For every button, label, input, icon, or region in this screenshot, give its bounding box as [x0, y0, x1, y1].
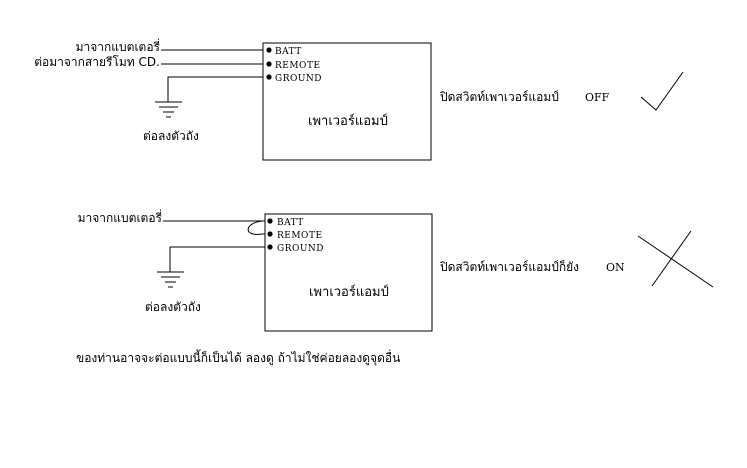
diagram-bottom: มาจากแบตเตอรี่ ต่อลงตัวถัง BATT REMOTE G…	[78, 209, 714, 332]
power-amp-label: เพาเวอร์แอมป์	[308, 113, 388, 129]
ground-symbol	[157, 271, 184, 288]
ground-wire	[167, 76, 269, 102]
ground-terminal-dot	[267, 244, 273, 250]
remote-source-label: ต่อมาจากสายรีโมท CD.	[34, 55, 160, 69]
remote-terminal-label: REMOTE	[277, 231, 323, 241]
chassis-ground-label: ต่อลงตัวถัง	[145, 300, 201, 314]
remote-terminal-dot	[266, 61, 272, 67]
switch-caption: ปิดสวิตท์เพาเวอร์แอมป์ก็ยัง	[439, 259, 579, 274]
ground-wire	[169, 246, 270, 272]
battery-source-label: มาจากแบตเตอรี่	[78, 209, 163, 225]
power-amp-box	[264, 213, 433, 332]
remote-terminal-label: REMOTE	[275, 61, 321, 71]
diagram-top: มาจากแบตเตอรี่ ต่อมาจากสายรีโมท CD. ต่อล…	[34, 38, 684, 161]
chassis-ground-label: ต่อลงตัวถัง	[143, 129, 199, 143]
jumper-wire	[247, 220, 270, 235]
switch-caption: ปิดสวิตท์เพาเวอร์แอมป์	[439, 90, 558, 104]
batt-terminal-label: BATT	[275, 47, 302, 57]
check-mark-icon	[640, 71, 684, 111]
ground-terminal-dot	[266, 74, 272, 80]
switch-state: OFF	[585, 91, 610, 104]
switch-state: ON	[606, 261, 625, 274]
footer-note: ของท่านอาจจะต่อแบบนี้ก็เป็นได้ ลองดู ถ้า…	[76, 349, 400, 366]
power-amp-box	[262, 42, 432, 161]
ground-symbol	[155, 101, 182, 118]
cross-mark-icon	[637, 230, 714, 288]
batt-terminal-dot	[266, 47, 272, 53]
power-amp-label: เพาเวอร์แอมป์	[309, 284, 389, 300]
batt-terminal-dot	[267, 218, 273, 224]
ground-terminal-label: GROUND	[275, 74, 322, 84]
batt-terminal-label: BATT	[277, 218, 304, 228]
ground-terminal-label: GROUND	[277, 244, 324, 254]
battery-source-label: มาจากแบตเตอรี่	[76, 38, 161, 54]
remote-terminal-dot	[267, 231, 273, 237]
